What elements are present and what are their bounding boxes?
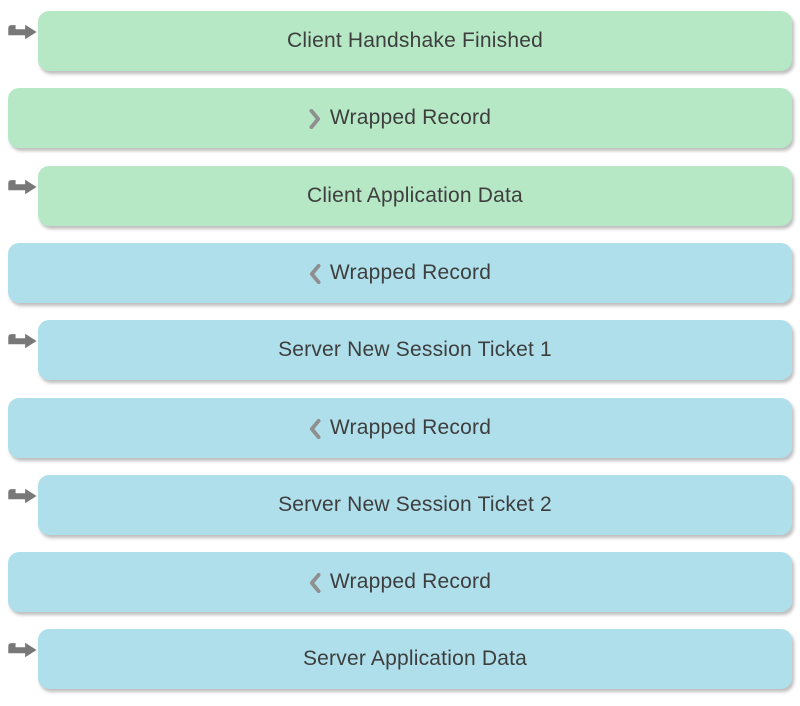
record-label: Server Application Data <box>302 647 528 670</box>
record-row: Wrapped Record <box>0 398 800 458</box>
record-row: Client Handshake Finished <box>0 11 800 71</box>
record-pointer-arrow-icon <box>6 24 37 40</box>
record-row: Server New Session Ticket 2 <box>0 475 800 535</box>
record-label: Wrapped Record <box>329 416 492 439</box>
record-row: Server Application Data <box>0 629 800 689</box>
record-label: Client Handshake Finished <box>287 29 543 52</box>
record-row: Wrapped Record <box>0 88 800 148</box>
record-box[interactable]: Server New Session Ticket 1 <box>38 320 792 380</box>
record-box[interactable]: Wrapped Record <box>8 88 792 148</box>
record-label: Wrapped Record <box>329 106 492 129</box>
record-row: Server New Session Ticket 1 <box>0 320 800 380</box>
record-row: Client Application Data <box>0 166 800 226</box>
record-label: Wrapped Record <box>329 261 492 284</box>
record-box[interactable]: Wrapped Record <box>8 552 792 612</box>
record-box[interactable]: Wrapped Record <box>8 398 792 458</box>
record-label: Server New Session Ticket 1 <box>278 338 552 361</box>
record-pointer-arrow-icon <box>6 179 37 195</box>
record-box[interactable]: Client Handshake Finished <box>38 11 792 71</box>
record-box[interactable]: Client Application Data <box>38 166 792 226</box>
chevron-right-icon <box>309 108 321 129</box>
record-label: Client Application Data <box>307 184 523 207</box>
record-box[interactable]: Server New Session Ticket 2 <box>38 475 792 535</box>
record-pointer-arrow-icon <box>6 488 37 504</box>
record-label: Server New Session Ticket 2 <box>278 493 552 516</box>
record-label: Wrapped Record <box>329 570 492 593</box>
record-pointer-arrow-icon <box>6 642 37 658</box>
record-pointer-arrow-icon <box>6 333 37 349</box>
record-row: Wrapped Record <box>0 552 800 612</box>
chevron-left-icon <box>309 263 321 284</box>
chevron-left-icon <box>309 418 321 439</box>
record-box[interactable]: Server Application Data <box>38 629 792 689</box>
chevron-left-icon <box>309 572 321 593</box>
record-box[interactable]: Wrapped Record <box>8 243 792 303</box>
record-row: Wrapped Record <box>0 243 800 303</box>
